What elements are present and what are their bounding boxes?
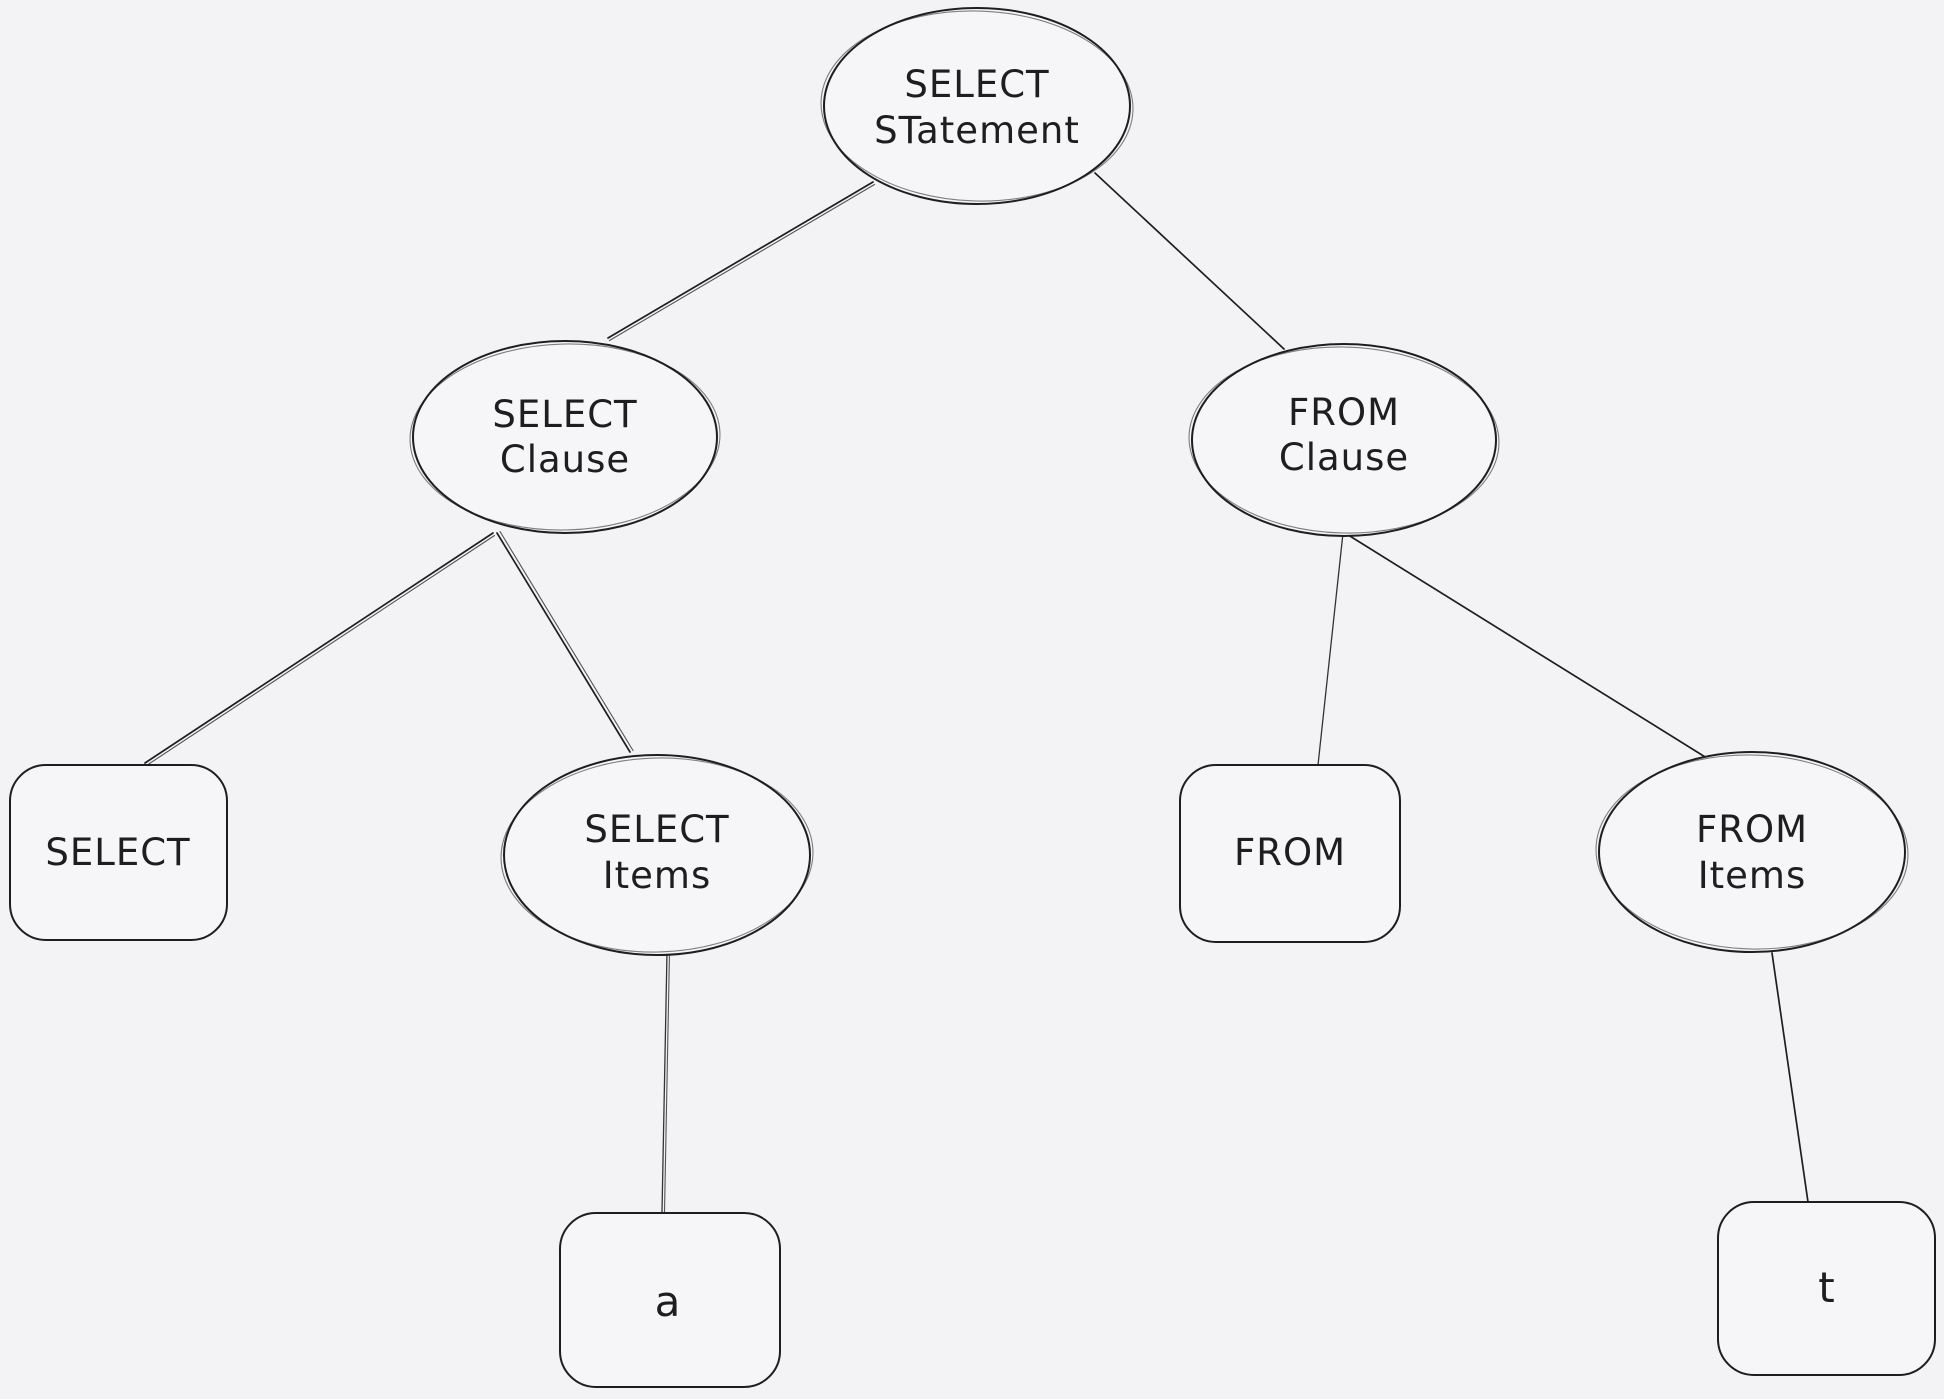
node-from-clause-shape-sketch [1188, 346, 1500, 534]
edge-select-items-to-item-a [661, 951, 668, 1213]
node-from-clause-shape [1191, 343, 1497, 537]
edge-select-clause-to-select-keyword-sketch [145, 534, 496, 767]
node-select-keyword: SELECT [9, 764, 228, 941]
node-from-keyword: FROM [1179, 764, 1401, 943]
edge-select-items-to-item-a-sketch [663, 951, 671, 1213]
node-select-statement-label-line2: STatement [874, 109, 1080, 152]
node-select-statement: SELECT STatement [820, 7, 1134, 205]
node-item-a-label: a [655, 1277, 682, 1326]
edge-select-statement-to-from-clause [1094, 172, 1285, 350]
node-select-keyword-shape [9, 764, 228, 941]
node-select-keyword-label: SELECT [45, 831, 190, 874]
edge-select-clause-to-select-keyword [144, 532, 494, 764]
node-select-statement-shape [823, 7, 1131, 205]
node-select-items: SELECT Items [500, 754, 814, 956]
node-from-items: FROM Items [1595, 751, 1909, 953]
node-from-clause-label-line2: Clause [1279, 436, 1409, 479]
node-from-keyword-label: FROM [1234, 831, 1346, 874]
node-select-items-label-line2: Items [603, 854, 712, 897]
edge-from-items-to-item-t [1771, 952, 1809, 1203]
node-from-items-label-line2: Items [1698, 854, 1807, 897]
node-from-keyword-shape [1179, 764, 1401, 943]
edge-select-statement-to-select-clause [607, 181, 874, 339]
edge-select-clause-to-select-items [496, 532, 631, 753]
node-select-clause-shape [412, 340, 718, 534]
edge-from-clause-to-from-keyword [1317, 532, 1344, 766]
node-item-t: t [1717, 1201, 1936, 1376]
node-from-clause-label-line1: FROM [1288, 391, 1400, 434]
node-from-items-shape-sketch [1595, 754, 1909, 950]
node-item-t-label: t [1818, 1263, 1835, 1312]
node-select-clause-label-line1: SELECT [492, 393, 637, 436]
node-item-a: a [559, 1212, 781, 1388]
edge-select-statement-to-select-clause-sketch [608, 183, 876, 342]
edge-from-clause-to-from-items [1344, 532, 1711, 761]
node-select-statement-shape-sketch [820, 10, 1134, 202]
node-select-clause-shape-sketch [409, 343, 721, 531]
node-select-items-shape [503, 754, 811, 956]
node-item-a-shape [559, 1212, 781, 1388]
edge-select-clause-to-select-items-sketch [499, 530, 634, 752]
edges [144, 172, 1809, 1213]
node-item-t-shape [1717, 1201, 1936, 1376]
node-select-clause: SELECT Clause [409, 340, 721, 534]
node-select-items-label-line1: SELECT [584, 808, 729, 851]
node-select-clause-label-line2: Clause [500, 438, 630, 481]
node-from-items-label-line1: FROM [1696, 808, 1808, 851]
node-from-items-shape [1598, 751, 1906, 953]
node-from-clause: FROM Clause [1188, 343, 1500, 537]
node-select-statement-label-line1: SELECT [904, 63, 1049, 106]
node-select-items-shape-sketch [500, 757, 814, 953]
